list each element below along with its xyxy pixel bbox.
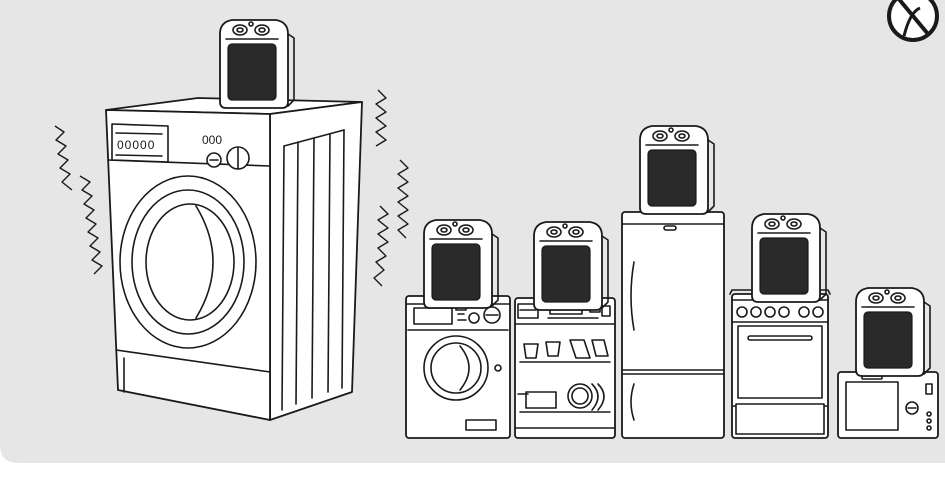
microwave	[837, 371, 939, 439]
heater-on-refrigerator	[639, 125, 715, 215]
heater-on-cooker	[751, 213, 827, 303]
heater-on-washing-machine	[219, 19, 295, 109]
dishwasher	[514, 297, 616, 439]
washing-machine: 00000 000	[105, 97, 363, 421]
cooker	[729, 289, 831, 439]
front-loader	[405, 295, 511, 439]
prohibited-icon	[887, 0, 939, 42]
heater-on-microwave	[855, 287, 931, 377]
washing-machine-display: 00000	[117, 138, 155, 152]
washing-machine-knob-row: 000	[202, 133, 222, 147]
refrigerator	[621, 211, 725, 439]
zigzag-vibration-icon	[54, 89, 409, 287]
heater-on-dishwasher	[533, 221, 609, 311]
heater-on-front-loader	[423, 219, 499, 309]
